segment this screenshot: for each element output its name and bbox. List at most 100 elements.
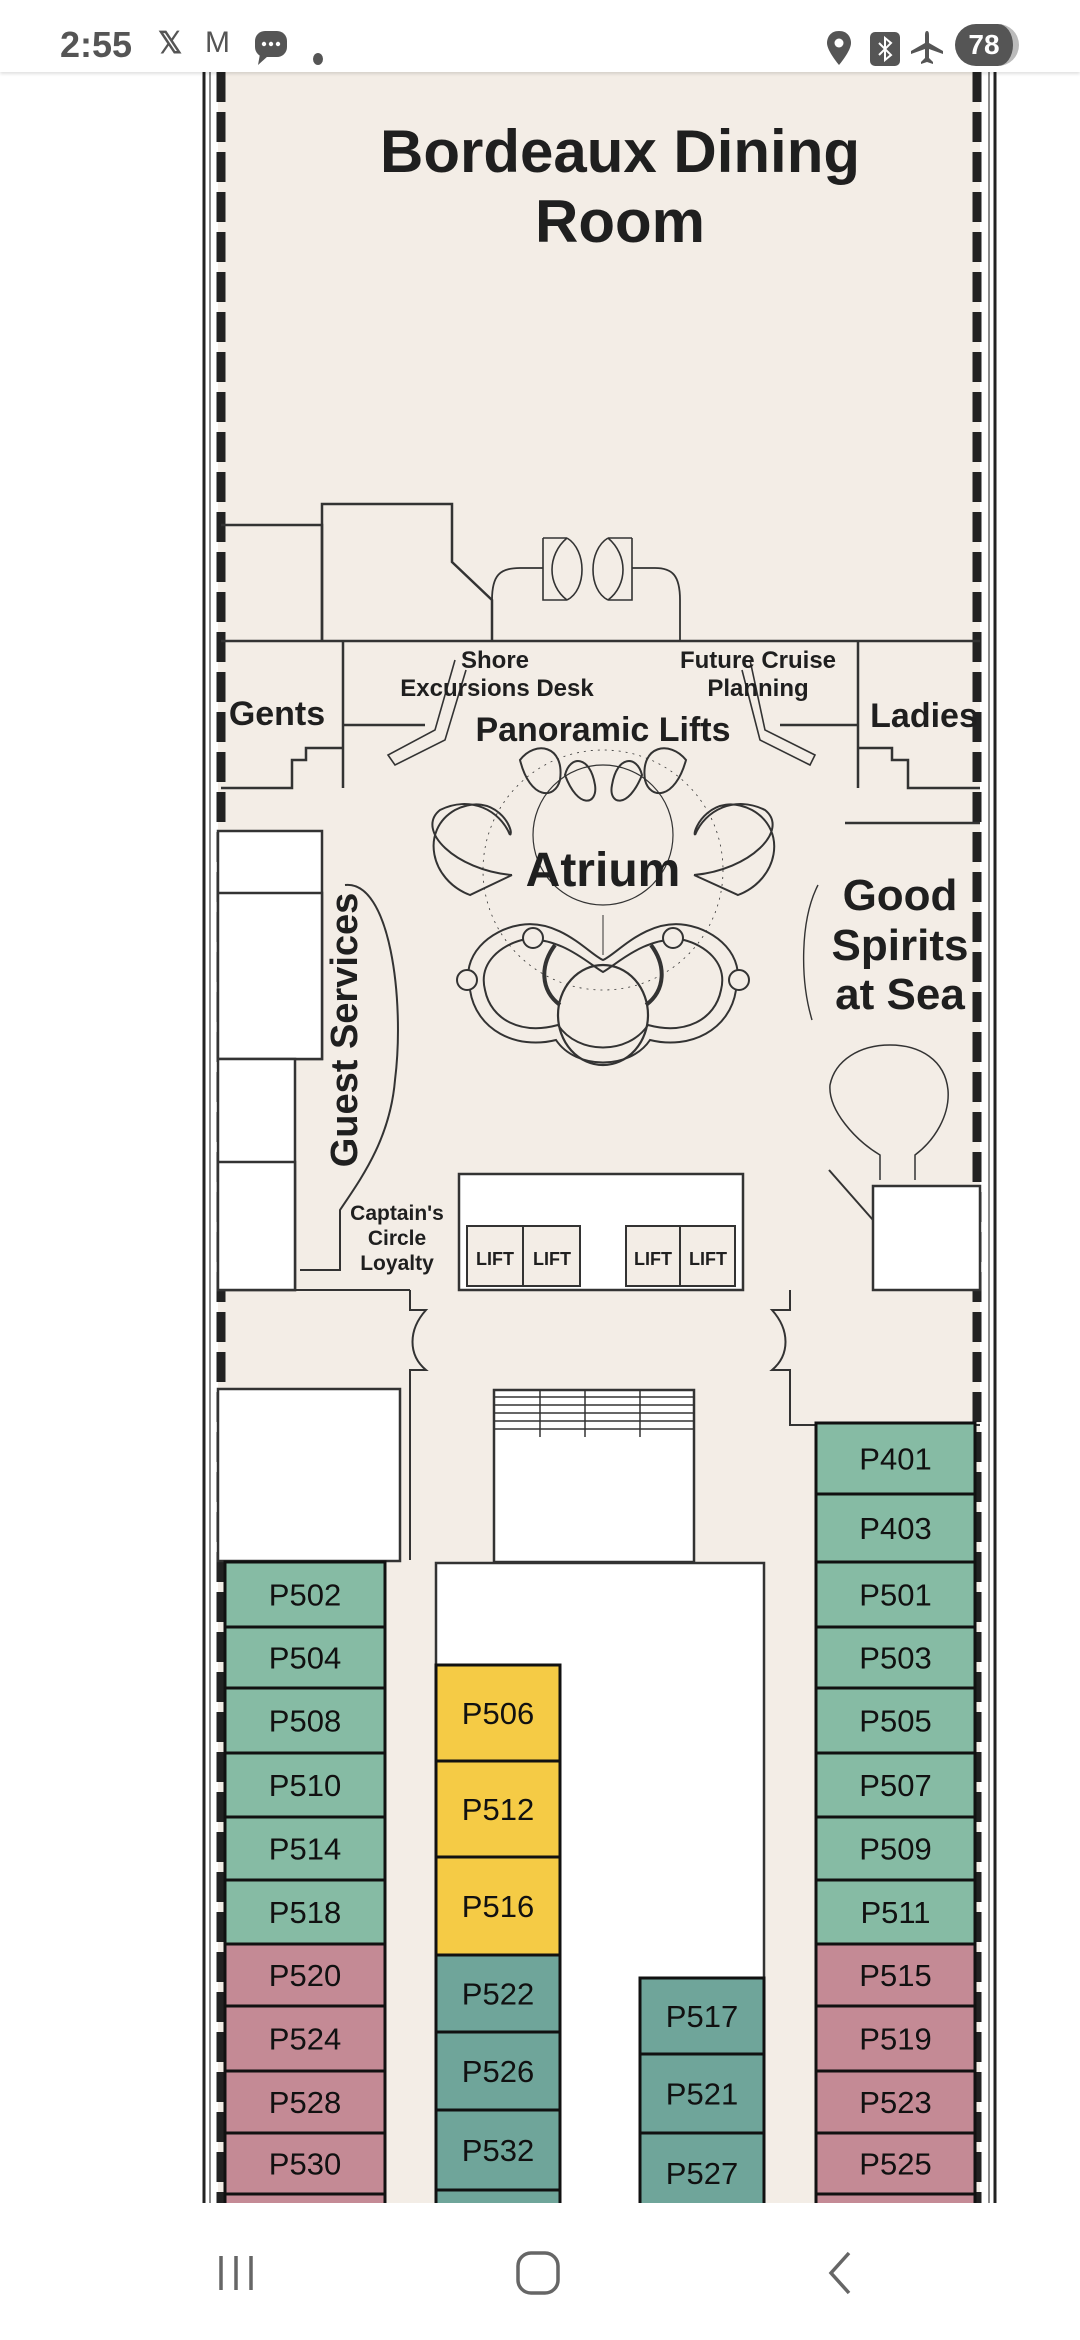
cabin-p524[interactable]: P524 <box>223 2004 387 2073</box>
recent-apps-icon <box>219 2256 253 2290</box>
venue-good-spirits[interactable]: Good <box>843 871 958 920</box>
venue-bordeaux-dining-room[interactable]: Bordeaux Dining <box>380 118 860 185</box>
location-icon <box>826 30 852 74</box>
cabin-p526[interactable]: P526 <box>434 2030 562 2112</box>
cabin-p506[interactable]: P506 <box>434 1663 562 1763</box>
cabin-box[interactable] <box>814 1625 977 1690</box>
cabin-p522[interactable]: P522 <box>434 1953 562 2034</box>
venue-panoramic-lifts[interactable]: Panoramic Lifts <box>475 711 730 749</box>
cabin-p501[interactable]: P501 <box>814 1560 977 1629</box>
recent-apps-button[interactable] <box>201 2243 271 2303</box>
cabin-p517[interactable]: P517 <box>638 1976 766 2056</box>
cabin-label: P504 <box>269 1641 341 1676</box>
cabin-box[interactable] <box>434 1855 562 1957</box>
cabin-box[interactable] <box>223 2131 387 2196</box>
cabin-box[interactable] <box>434 1759 562 1859</box>
venue-good-spirits-line2[interactable]: Spirits <box>832 921 969 970</box>
cabin-p521[interactable]: P521 <box>638 2052 766 2135</box>
venue-atrium[interactable]: Atrium <box>526 844 681 897</box>
cabin-p519[interactable]: P519 <box>814 2004 977 2073</box>
cabin-label: P521 <box>666 2077 738 2112</box>
cabin-label: P502 <box>269 1578 341 1613</box>
cabin-p510[interactable]: P510 <box>223 1751 387 1819</box>
cabin-label: P511 <box>860 1895 930 1930</box>
venue-shore-excursions-line2[interactable]: Excursions Desk <box>400 675 594 702</box>
cabin-box[interactable] <box>814 1942 977 2008</box>
cabin-box[interactable] <box>223 1560 387 1629</box>
lift-label: LIFT <box>533 1249 571 1269</box>
cabin-p505[interactable]: P505 <box>814 1686 977 1755</box>
home-icon <box>516 2251 560 2295</box>
cabin-p525[interactable]: P525 <box>814 2131 977 2196</box>
cabin-p511[interactable]: P511 <box>814 1878 977 1946</box>
cabin-p530[interactable]: P530 <box>223 2131 387 2196</box>
cabin-p514[interactable]: P514 <box>223 1815 387 1882</box>
venue-future-cruise-line2[interactable]: Planning <box>707 675 808 702</box>
cabin-box[interactable] <box>223 1815 387 1882</box>
cabin-label: P520 <box>269 1958 341 1993</box>
cabin-box[interactable] <box>223 2004 387 2073</box>
cabin-label: P526 <box>462 2054 534 2089</box>
home-button[interactable] <box>503 2243 573 2303</box>
venue-captains-circle-line3[interactable]: Loyalty <box>360 1252 434 1275</box>
cabin-p516[interactable]: P516 <box>434 1855 562 1957</box>
cabin-p528[interactable]: P528 <box>223 2069 387 2135</box>
venue-labels: Bordeaux Dining Room Gents Ladies Shore … <box>229 118 978 1275</box>
cabin-box[interactable] <box>223 1625 387 1690</box>
venue-captains-circle[interactable]: Captain's <box>350 1202 444 1225</box>
cabin-p518[interactable]: P518 <box>223 1878 387 1946</box>
cabin-p527[interactable]: P527 <box>638 2131 766 2215</box>
lift-label: LIFT <box>476 1249 514 1269</box>
cabin-p508[interactable]: P508 <box>223 1686 387 1755</box>
venue-good-spirits-line3[interactable]: at Sea <box>835 970 965 1019</box>
cabin-p403[interactable]: P403 <box>814 1492 977 1564</box>
cabin-box[interactable] <box>814 2069 977 2135</box>
cabin-p512[interactable]: P512 <box>434 1759 562 1859</box>
cabin-box[interactable] <box>223 1751 387 1819</box>
cabin-p520[interactable]: P520 <box>223 1942 387 2008</box>
venue-captains-circle-line2[interactable]: Circle <box>368 1227 426 1250</box>
gmail-icon: M <box>205 26 230 59</box>
cabin-p504[interactable]: P504 <box>223 1625 387 1690</box>
cabin-p401[interactable]: P401 <box>814 1421 977 1496</box>
cabin-box[interactable] <box>434 2030 562 2112</box>
cabin-p515[interactable]: P515 <box>814 1942 977 2008</box>
cabin-label: P519 <box>859 2022 931 2057</box>
cabin-box[interactable] <box>814 1560 977 1629</box>
cabin-p523[interactable]: P523 <box>814 2069 977 2135</box>
cabin-box[interactable] <box>223 1686 387 1755</box>
cabin-box[interactable] <box>814 2004 977 2073</box>
venue-future-cruise[interactable]: Future Cruise <box>680 647 836 674</box>
venue-ladies[interactable]: Ladies <box>870 697 978 735</box>
cabin-p503[interactable]: P503 <box>814 1625 977 1690</box>
cabin-box[interactable] <box>223 2069 387 2135</box>
cabin-label: P530 <box>269 2147 341 2182</box>
forward-rooms <box>221 502 980 825</box>
back-button[interactable] <box>805 2243 875 2303</box>
cabin-box[interactable] <box>814 1815 977 1882</box>
cabin-label: P501 <box>859 1578 931 1613</box>
x-icon: 𝕏 <box>158 27 183 60</box>
cabin-label: P403 <box>859 1511 931 1546</box>
cabin-p507[interactable]: P507 <box>814 1751 977 1819</box>
cabin-label: P510 <box>269 1768 341 1803</box>
cabin-label: P525 <box>859 2147 931 2182</box>
cabin-box[interactable] <box>814 1686 977 1755</box>
venue-shore-excursions[interactable]: Shore <box>461 647 529 674</box>
cabin-p502[interactable]: P502 <box>223 1560 387 1629</box>
venue-bordeaux-dining-room-line2[interactable]: Room <box>535 188 705 255</box>
venue-guest-services[interactable]: Guest Services <box>324 893 366 1168</box>
cabin-label: P527 <box>666 2156 738 2191</box>
cabin-label: P532 <box>462 2133 534 2168</box>
cabin-box[interactable] <box>638 2052 766 2135</box>
cabin-p509[interactable]: P509 <box>814 1815 977 1882</box>
cabin-box[interactable] <box>223 1942 387 2008</box>
cabin-box[interactable] <box>638 2131 766 2215</box>
cabin-label: P512 <box>462 1792 534 1827</box>
bluetooth-icon <box>870 32 900 74</box>
cabin-box[interactable] <box>434 1953 562 2034</box>
venue-gents[interactable]: Gents <box>229 695 325 733</box>
cabin-p532[interactable]: P532 <box>434 2108 562 2192</box>
lift-label: LIFT <box>634 1249 672 1269</box>
